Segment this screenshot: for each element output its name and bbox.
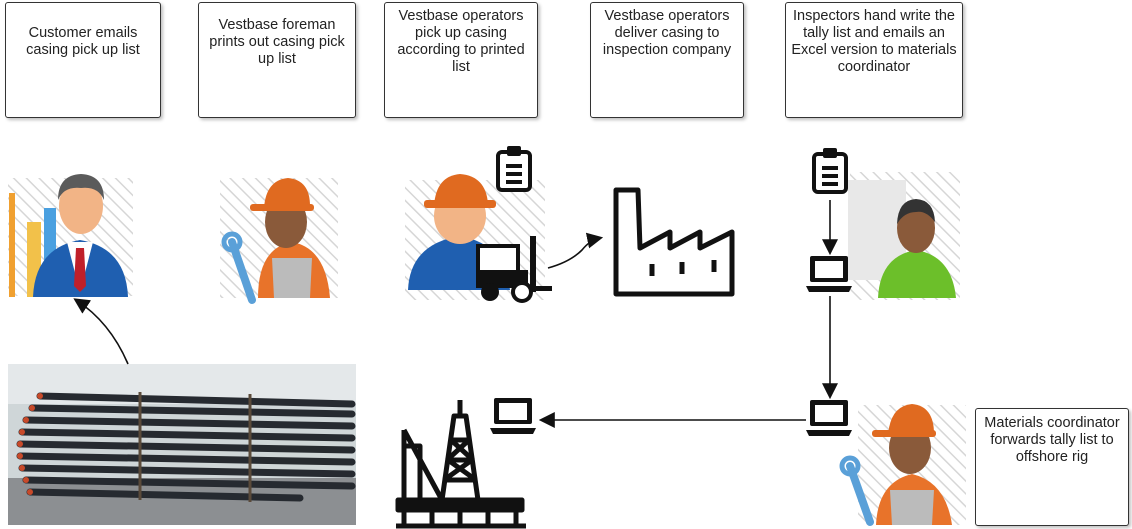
worker-icon <box>839 404 966 526</box>
forklift-icon <box>405 174 552 303</box>
laptop-icon <box>490 398 536 434</box>
step-box-customer: Customer emails casing pick up list <box>5 2 161 118</box>
oil-rig-icon <box>395 400 526 529</box>
laptop-icon <box>806 400 852 436</box>
worker-icon <box>220 178 338 304</box>
step-box-inspectors: Inspectors hand write the tally list and… <box>785 2 963 118</box>
step-label: Vestbase foreman prints out casing pick … <box>209 17 345 67</box>
inspector-icon <box>848 172 960 300</box>
clipboard-icon <box>496 144 532 192</box>
flow-arrows <box>73 200 838 428</box>
step-label: Materials coordinator forwards tally lis… <box>984 415 1120 465</box>
factory-icon <box>613 187 735 297</box>
businessman-icon <box>8 174 133 297</box>
step-box-foreman: Vestbase foreman prints out casing pick … <box>198 2 356 118</box>
step-box-materials-coordinator: Materials coordinator forwards tally lis… <box>975 408 1129 526</box>
clipboard-icon <box>812 146 848 194</box>
laptop-icon <box>806 256 852 292</box>
step-box-operators-deliver: Vestbase operators deliver casing to ins… <box>590 2 744 118</box>
step-label: Customer emails casing pick up list <box>26 25 140 58</box>
step-label: Vestbase operators pick up casing accord… <box>397 8 525 75</box>
step-label: Vestbase operators deliver casing to ins… <box>602 8 732 58</box>
step-box-operators-pickup: Vestbase operators pick up casing accord… <box>384 2 538 118</box>
step-label: Inspectors hand write the tally list and… <box>791 8 957 75</box>
casing-pipes-photo <box>8 364 356 525</box>
